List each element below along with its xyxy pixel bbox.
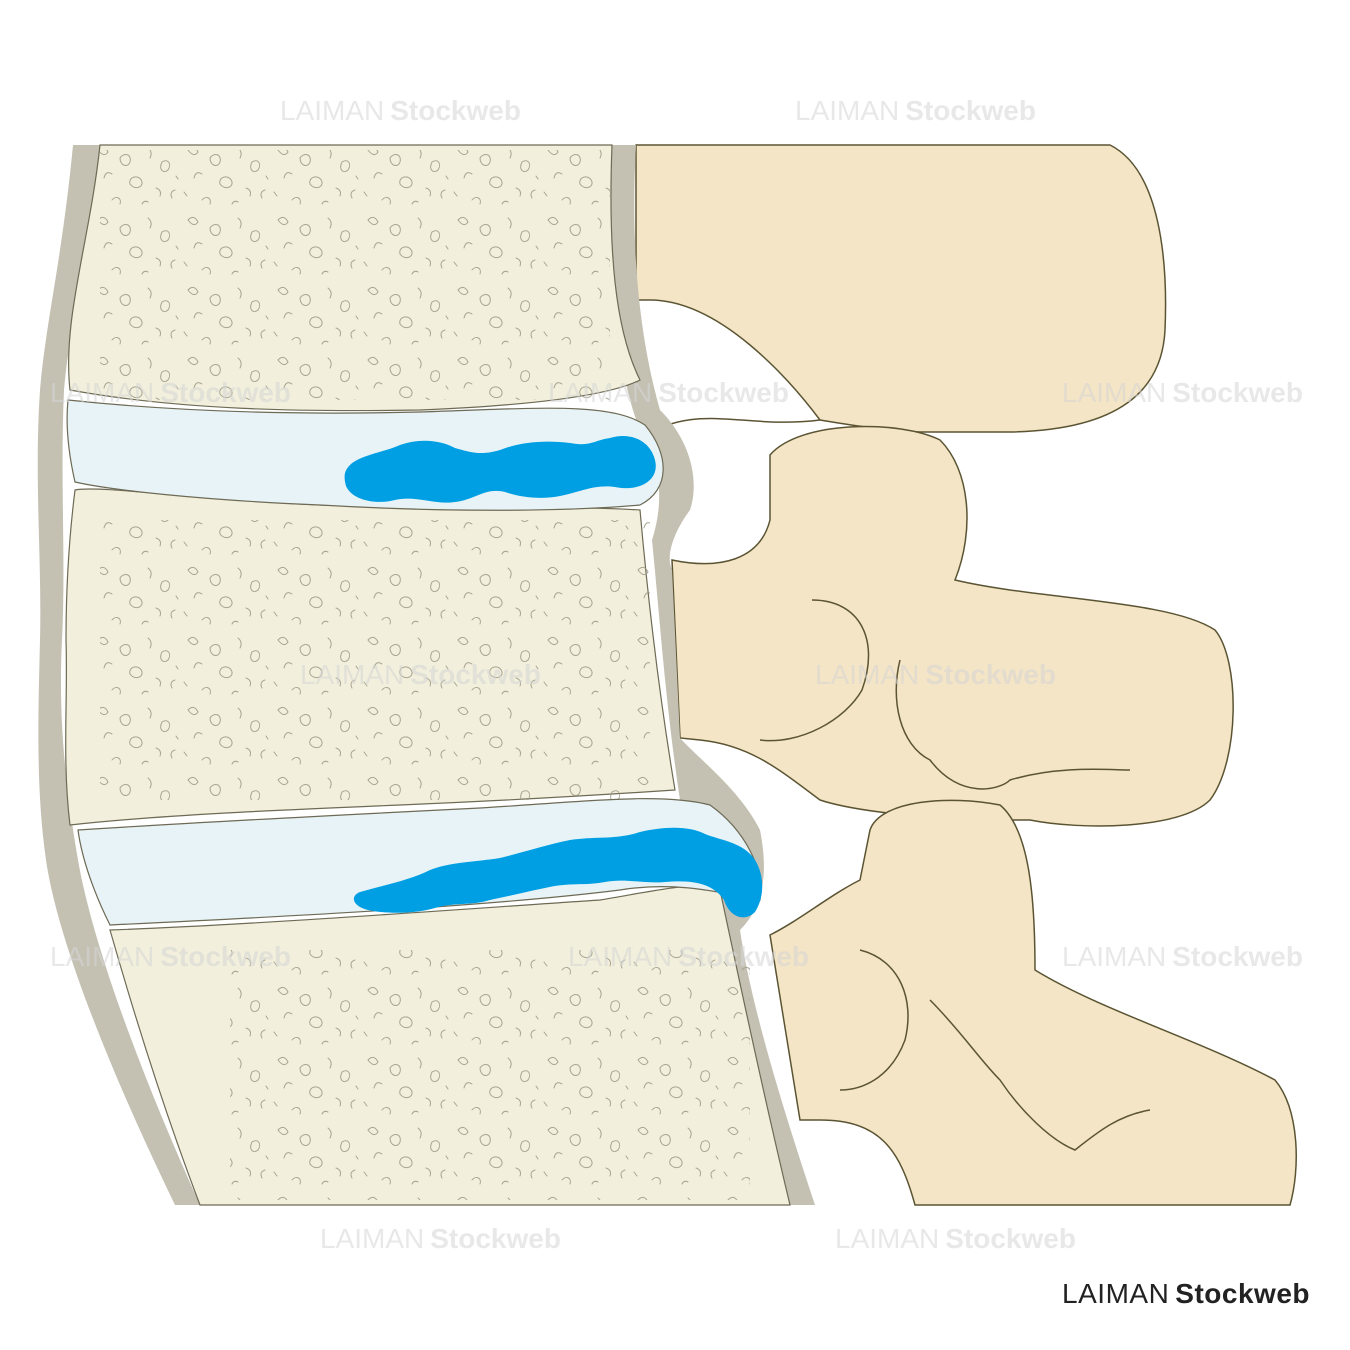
middle-lamina	[671, 425, 1234, 827]
posterior-elements	[635, 144, 1297, 1206]
anterior-ligament	[37, 145, 201, 1205]
vertebral-bodies	[65, 144, 791, 1206]
nucleus-lower	[353, 827, 763, 918]
brand-part1: LAIMAN	[1062, 1278, 1170, 1309]
posterior-ligament	[611, 145, 815, 1205]
brand-part2: Stockweb	[1175, 1278, 1310, 1309]
upper-spinous-process	[635, 144, 1167, 433]
ligament-band	[37, 145, 815, 1205]
nucleus-upper	[344, 436, 656, 503]
lower-lamina	[769, 799, 1297, 1206]
nucleus-pulposus	[344, 436, 763, 918]
